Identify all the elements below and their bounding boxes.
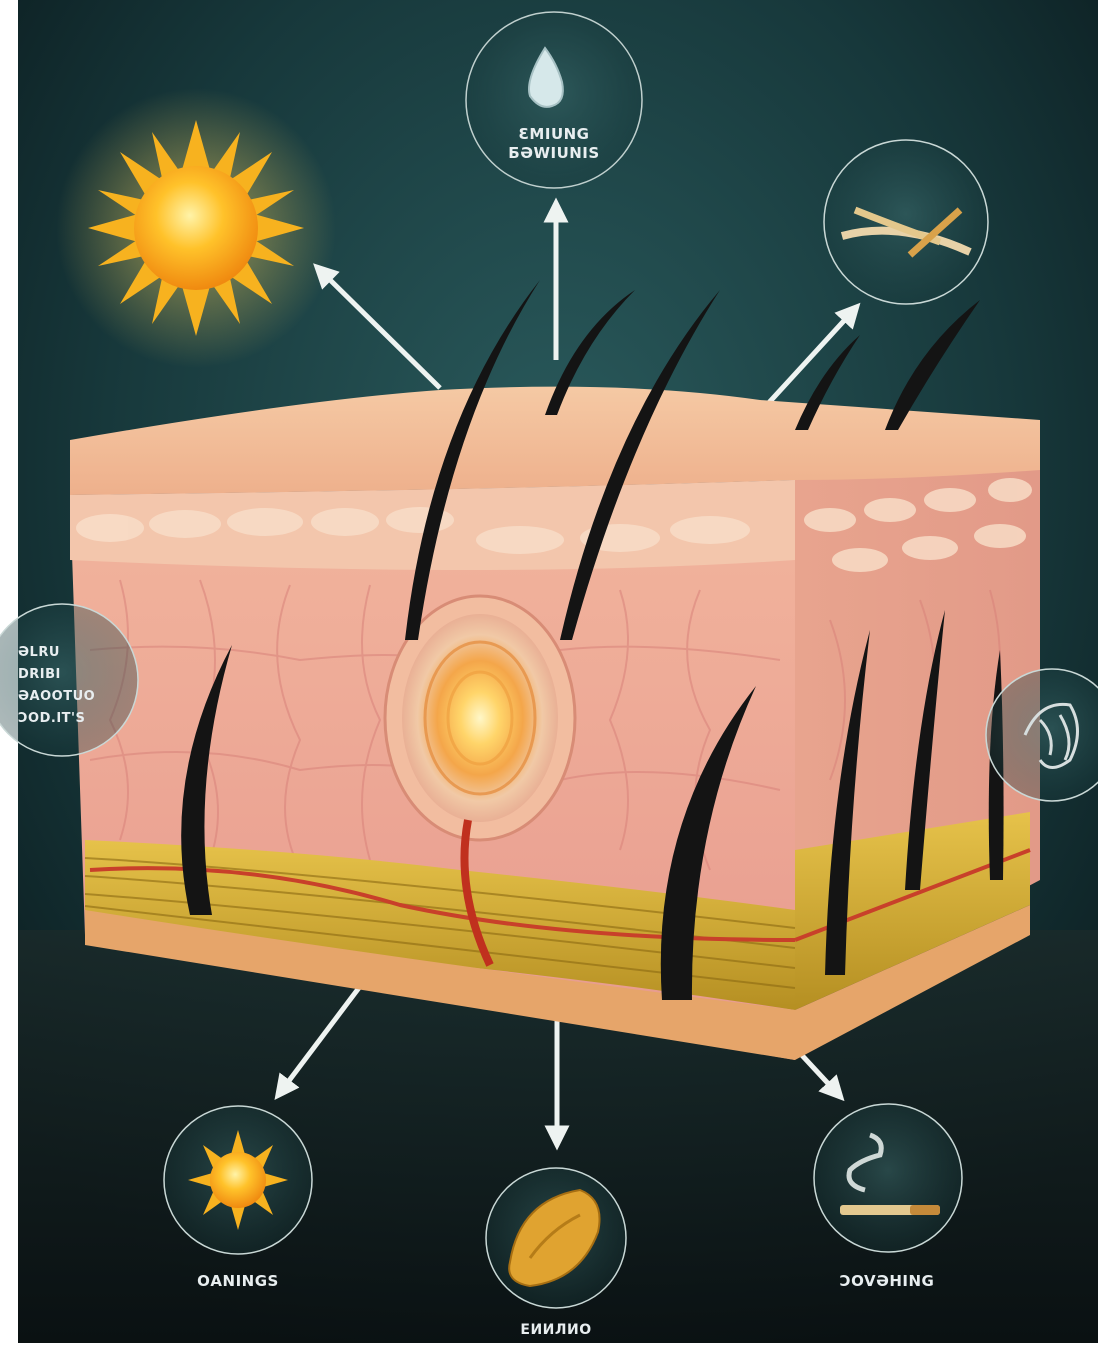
left-circle-label-line3: ƏAOOTUO [18,686,90,708]
top-right-circle [824,140,988,304]
top-circle-label-line2: ƂƏWIUNIS [474,144,634,163]
bottom-right-label: ƆOVƏHING [812,1272,962,1290]
top-circle-label-line1: ƐMIUNG [474,125,634,144]
sun-icon [188,1130,288,1230]
bottom-left-circle [164,1106,312,1254]
left-circle-label-line4: ƆOD.IT'S [18,708,90,730]
top-circle-label: ƐMIUNG ƂƏWIUNIS [474,125,634,163]
bottom-right-circle [814,1104,962,1252]
left-circle-label: ƏLRU DRIBI ƏAOOTUO ƆOD.IT'S [18,642,90,730]
left-circle-label-line2: DRIBI [18,664,90,686]
bottom-center-circle [486,1168,626,1308]
bottom-left-label: ОANINGS [168,1272,308,1290]
sun-icon [56,88,336,368]
left-circle-label-line1: ƏLRU [18,642,90,664]
bottom-center-label: ЕИИЛИО [486,1322,626,1338]
